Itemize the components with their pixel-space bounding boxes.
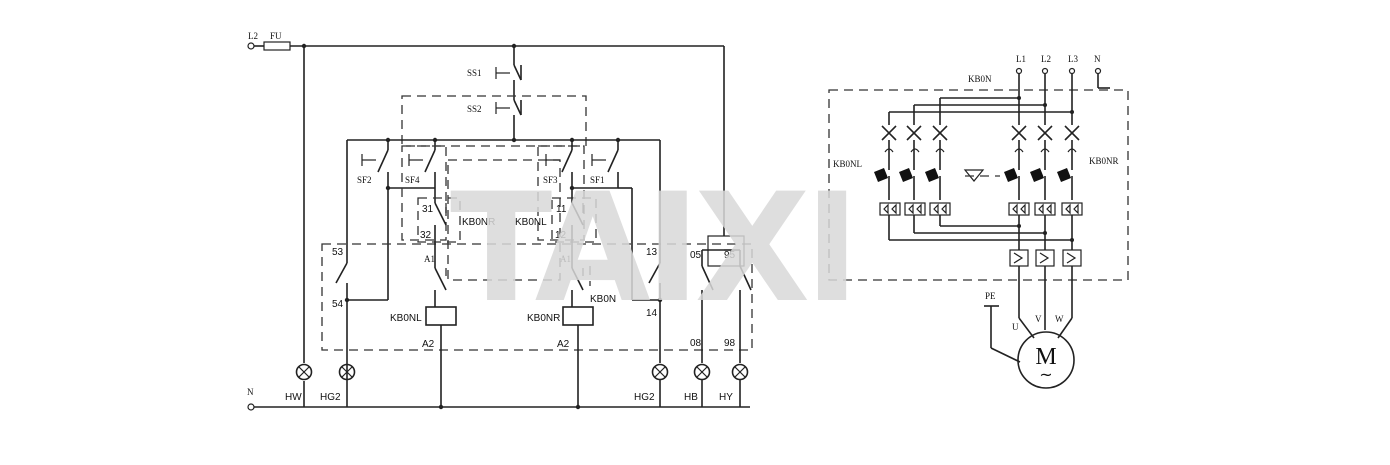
ss1-label: SS1: [467, 68, 482, 78]
motor-w-label: W: [1055, 314, 1064, 324]
interlock-31-32-contact: [434, 202, 447, 226]
interlock-kb0nr-label: KB0NR: [462, 217, 495, 228]
lamp-hg2-right: [651, 363, 669, 381]
interlock-enclosure: [447, 159, 561, 281]
overload-blocks-top: [879, 202, 1083, 216]
kb0nr-label: KB0NR: [1089, 156, 1119, 166]
aux-contact-13-14: [648, 262, 661, 284]
coil-kb0nr-label: KB0NR: [527, 313, 560, 324]
kbon-contact-left: [434, 267, 447, 291]
l2-label: L2: [248, 31, 258, 41]
aux-contact-95-98: [739, 265, 752, 291]
motor-symbol: [1017, 331, 1075, 389]
aux-contact-05-08: [701, 265, 714, 291]
sf1-contact: [607, 149, 619, 173]
supply-l3-label: L3: [1068, 54, 1078, 64]
lamp-hb: [693, 363, 711, 381]
n-label: N: [247, 387, 254, 397]
sf4-enclosure: [401, 145, 447, 241]
sf4-contact: [424, 149, 436, 173]
sf2-contact: [377, 149, 389, 173]
kb0n-label: KB0N: [968, 74, 992, 84]
interlock-kb0nl-label: KB0NL: [515, 217, 547, 228]
aux-54-label: 54: [332, 299, 344, 310]
kbon-contact-right: [571, 267, 584, 291]
sf3-label: SF3: [543, 175, 558, 185]
contactor-contacts: [874, 168, 1073, 200]
isolator-crosses: [881, 125, 1080, 153]
lamp-hy: [731, 363, 749, 381]
kb0nl-label: KB0NL: [833, 159, 862, 169]
kbon-label: KB0N: [590, 294, 616, 305]
kb0n-module-enclosure: [828, 89, 1129, 281]
aux-08-label: 08: [690, 338, 702, 349]
sf3-enclosure: [537, 145, 585, 241]
lamp-hb-label: HB: [684, 392, 698, 403]
main-circuit: L1 L2 L3 N KB0N: [828, 54, 1129, 389]
interlock-31-label: 31: [422, 204, 434, 215]
control-circuit: L2 FU N SS1 SS2: [247, 31, 753, 411]
sf1-label: SF1: [590, 175, 605, 185]
supply-l2-label: L2: [1041, 54, 1051, 64]
fuse-symbol: [263, 41, 291, 51]
supply-l1-label: L1: [1016, 54, 1026, 64]
ss2-contact: [513, 99, 522, 116]
aux-13-label: 13: [646, 247, 658, 258]
interlock-12-label: 12: [555, 230, 567, 241]
motor-u-label: U: [1012, 322, 1019, 332]
aux-14-label: 14: [646, 308, 658, 319]
lamp-hg2-right-label: HG2: [634, 392, 655, 403]
coil-right-a1-label: A1: [560, 254, 571, 264]
aux-05-label: 05: [690, 250, 702, 261]
lamp-hy-label: HY: [719, 392, 733, 403]
aux-53-label: 53: [332, 247, 344, 258]
l2-terminal: [247, 42, 255, 50]
supply-n-label: N: [1094, 54, 1101, 64]
ss2-label: SS2: [467, 104, 482, 114]
n-terminal: [247, 403, 255, 411]
kb0n-enclosure: [321, 243, 753, 351]
motor-m-label: M: [1035, 344, 1056, 370]
sf4-label: SF4: [405, 175, 420, 185]
coil-left-a2-label: A2: [422, 339, 435, 350]
stop-button-enclosure: [401, 95, 587, 147]
thermal-blocks: [1009, 249, 1082, 267]
watermark: TAIXI: [450, 162, 854, 336]
aux-contact-53-54: [335, 262, 348, 284]
interlock-32-label: 32: [420, 230, 432, 241]
fuse-label: FU: [270, 31, 282, 41]
interlock-11-12-contact: [571, 202, 584, 226]
motor-tilde-label: ~: [1039, 365, 1052, 384]
sf3-contact: [561, 149, 573, 173]
lamp-hw: [295, 363, 313, 381]
coil-kb0nl-label: KB0NL: [390, 313, 422, 324]
coil-right-a2-label: A2: [557, 339, 570, 350]
lamp-hw-label: HW: [285, 392, 302, 403]
sf2-label: SF2: [357, 175, 372, 185]
lamp-hg2-left: [338, 363, 356, 381]
aux-98-label: 98: [724, 338, 736, 349]
ss1-contact: [513, 64, 522, 81]
coil-left-a1-label: A1: [424, 254, 435, 264]
interlock-11-label: 11: [556, 204, 567, 215]
motor-v-label: V: [1035, 314, 1042, 324]
aux-95-label: 95: [724, 250, 736, 261]
lamp-hg2-left-label: HG2: [320, 392, 341, 403]
pe-label: PE: [985, 291, 996, 301]
